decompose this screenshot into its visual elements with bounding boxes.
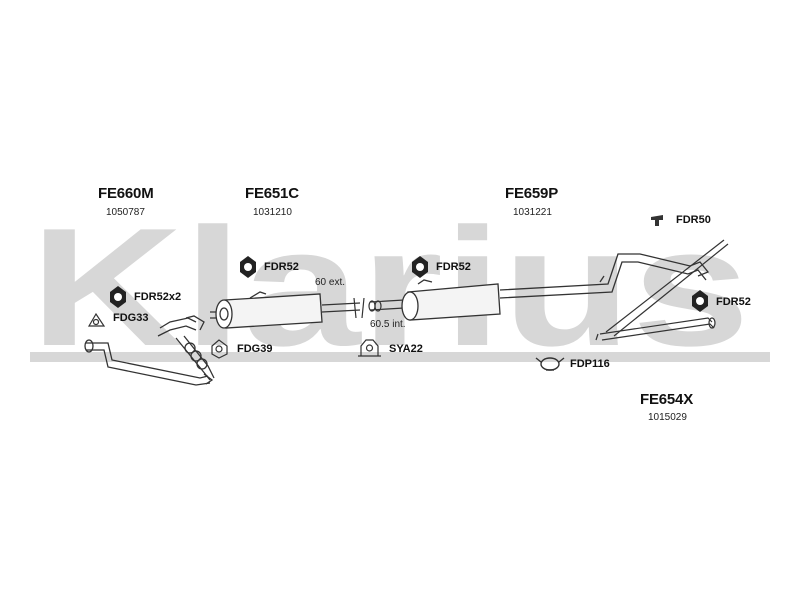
assembly-code: FE660M — [98, 185, 154, 202]
gasket-icon — [211, 339, 228, 359]
part-label-fdg39: FDG39 — [237, 343, 273, 355]
rubber-hanger-icon — [110, 286, 126, 308]
rubber-hanger-small-icon — [651, 215, 663, 226]
assembly-number: 1031210 — [253, 207, 292, 218]
dimension-note-int: 60.5 int. — [370, 319, 406, 330]
gasket-icon — [87, 312, 106, 327]
front-pipe-fe660m — [84, 315, 215, 386]
rubber-hanger-icon — [692, 290, 708, 312]
rear-silencer-fe659p — [401, 253, 710, 321]
part-label-fdr52: FDR52 — [716, 296, 751, 308]
assembly-number: 1031221 — [513, 207, 552, 218]
dimension-note-ext: 60 ext. — [315, 277, 346, 288]
rubber-hanger-icon — [240, 256, 256, 278]
part-label-sya22: SYA22 — [389, 343, 423, 355]
mounting-bracket-icon — [358, 339, 381, 357]
assembly-number: 1050787 — [106, 207, 145, 218]
clamp-icon — [535, 357, 565, 371]
part-label-fdr50: FDR50 — [676, 214, 711, 226]
part-label-fdr52: FDR52 — [264, 261, 299, 273]
centre-silencer-fe651c — [210, 291, 361, 329]
part-label-fdr52x2: FDR52x2 — [134, 291, 182, 303]
assembly-code: FE651C — [245, 185, 299, 202]
tail-pipe-fe654x — [595, 239, 729, 341]
part-label-fdr52: FDR52 — [436, 261, 471, 273]
assembly-number: 1015029 — [648, 412, 687, 423]
watermark-underline — [30, 352, 770, 362]
part-label-fdp116: FDP116 — [570, 358, 610, 370]
pipe-joint — [353, 297, 405, 319]
assembly-code: FE654X — [640, 391, 693, 408]
part-label-fdg33: FDG33 — [113, 312, 149, 324]
watermark: Klarius — [30, 193, 770, 381]
assembly-code: FE659P — [505, 185, 558, 202]
watermark-text: Klarius — [30, 193, 750, 381]
rubber-hanger-icon — [412, 256, 428, 278]
